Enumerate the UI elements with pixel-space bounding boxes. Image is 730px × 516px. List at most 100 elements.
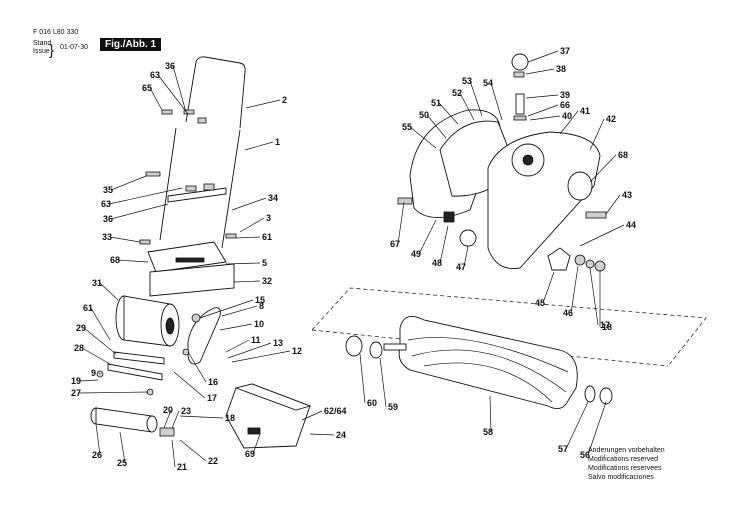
rear-roller-body bbox=[95, 407, 153, 433]
callout-label: 2 bbox=[282, 95, 287, 105]
leader-line bbox=[157, 74, 189, 115]
note-en: Modifications reserved bbox=[588, 456, 659, 463]
callout-label: 15 bbox=[255, 295, 265, 305]
lower-handle bbox=[159, 127, 241, 249]
knob-37 bbox=[511, 53, 529, 71]
leader-line bbox=[187, 351, 207, 383]
callout-label: 3 bbox=[266, 213, 271, 223]
leader-line bbox=[527, 50, 559, 63]
callout-label: 27 bbox=[71, 388, 81, 398]
callout-label: 48 bbox=[432, 258, 442, 268]
leader-line bbox=[525, 94, 559, 99]
callout-label: 8 bbox=[259, 301, 264, 311]
leader-line bbox=[570, 265, 579, 314]
leader-line bbox=[199, 299, 254, 319]
leader-line bbox=[244, 141, 274, 151]
callout-label: 47 bbox=[456, 262, 466, 272]
stand-label: Stand bbox=[33, 40, 52, 47]
leader-line bbox=[117, 259, 149, 263]
roller-hub bbox=[165, 317, 175, 335]
rear-roller-right bbox=[146, 415, 158, 433]
callout-label: 29 bbox=[76, 323, 86, 333]
leader-line bbox=[99, 282, 119, 301]
screw-33 bbox=[139, 239, 151, 245]
bar-28 bbox=[107, 363, 163, 381]
reel-blade-3 bbox=[423, 362, 553, 403]
callout-label: 35 bbox=[103, 185, 113, 195]
leader-line bbox=[426, 114, 447, 139]
callout-label: 25 bbox=[117, 458, 127, 468]
upper-handle bbox=[185, 56, 246, 129]
bolt-67 bbox=[397, 197, 413, 205]
leader-line bbox=[301, 410, 323, 421]
callout-label: 5 bbox=[262, 258, 267, 268]
leader-line bbox=[78, 391, 149, 394]
leader-line bbox=[379, 357, 387, 408]
leader-line bbox=[309, 433, 335, 436]
leader-line bbox=[579, 224, 625, 247]
leader-line bbox=[529, 115, 561, 121]
callout-label: 17 bbox=[207, 393, 217, 403]
brace-glyph: } bbox=[49, 42, 55, 59]
callout-label: 39 bbox=[560, 90, 570, 100]
washer-17r bbox=[585, 259, 595, 269]
leader-line bbox=[233, 280, 261, 283]
callout-label: 50 bbox=[419, 110, 429, 120]
bushing-60 bbox=[345, 335, 363, 357]
bolt-63 bbox=[197, 117, 207, 124]
bolt-43 bbox=[585, 211, 607, 219]
callout-label: 60 bbox=[367, 398, 377, 408]
callout-label: 38 bbox=[556, 64, 566, 74]
leader-line bbox=[149, 87, 163, 111]
callout-label: 19 bbox=[71, 376, 81, 386]
callout-label: 10 bbox=[254, 319, 264, 329]
callout-label: 32 bbox=[262, 276, 272, 286]
nut-16 bbox=[182, 348, 190, 356]
leader-line bbox=[565, 401, 589, 450]
leader-line bbox=[587, 401, 607, 456]
callout-label: 59 bbox=[388, 402, 398, 412]
bolt-63b bbox=[185, 185, 197, 192]
leader-line bbox=[231, 197, 267, 211]
callout-label: 12 bbox=[292, 346, 302, 356]
callout-label: 46 bbox=[563, 308, 573, 318]
leader-line bbox=[359, 353, 366, 404]
callout-label: 65 bbox=[142, 83, 152, 93]
leader-line bbox=[179, 415, 224, 419]
leader-line bbox=[235, 236, 261, 239]
callout-label: 43 bbox=[622, 190, 632, 200]
callout-label: 26 bbox=[92, 450, 102, 460]
screw-61 bbox=[225, 233, 237, 239]
leader-line bbox=[397, 201, 405, 245]
housing-boss-68 bbox=[567, 171, 593, 201]
leader-line bbox=[173, 371, 206, 399]
slot-5 bbox=[175, 257, 205, 263]
leader-line bbox=[119, 431, 126, 464]
bearing-15 bbox=[191, 313, 201, 323]
callout-label: 23 bbox=[181, 406, 191, 416]
callout-label: 56 bbox=[580, 450, 590, 460]
leader-line bbox=[163, 409, 172, 429]
callout-label: 18 bbox=[225, 413, 235, 423]
bracket-20 bbox=[159, 427, 175, 437]
callout-label: 17 bbox=[600, 320, 610, 330]
leader-line bbox=[525, 68, 555, 75]
callout-label: 28 bbox=[74, 343, 84, 353]
notes-block: Änderungen vorbehalten Modifications res… bbox=[588, 446, 665, 482]
callout-label: 22 bbox=[208, 456, 218, 466]
leader-line bbox=[459, 92, 475, 121]
leader-line bbox=[225, 339, 250, 353]
gear-housing-41 bbox=[487, 131, 601, 270]
callout-label: 31 bbox=[92, 278, 102, 288]
callout-label: 51 bbox=[431, 98, 441, 108]
leader-line bbox=[221, 305, 258, 317]
note-de: Änderungen vorbehalten bbox=[588, 447, 665, 454]
reel-blade-2 bbox=[411, 349, 567, 393]
leader-line bbox=[78, 379, 99, 382]
washer-45 bbox=[574, 254, 586, 266]
guard-plate-68 bbox=[147, 241, 227, 273]
leader-line bbox=[110, 175, 147, 191]
callout-label: 61 bbox=[262, 232, 272, 242]
bolt-35 bbox=[145, 171, 161, 177]
callout-label: 20 bbox=[163, 405, 173, 415]
